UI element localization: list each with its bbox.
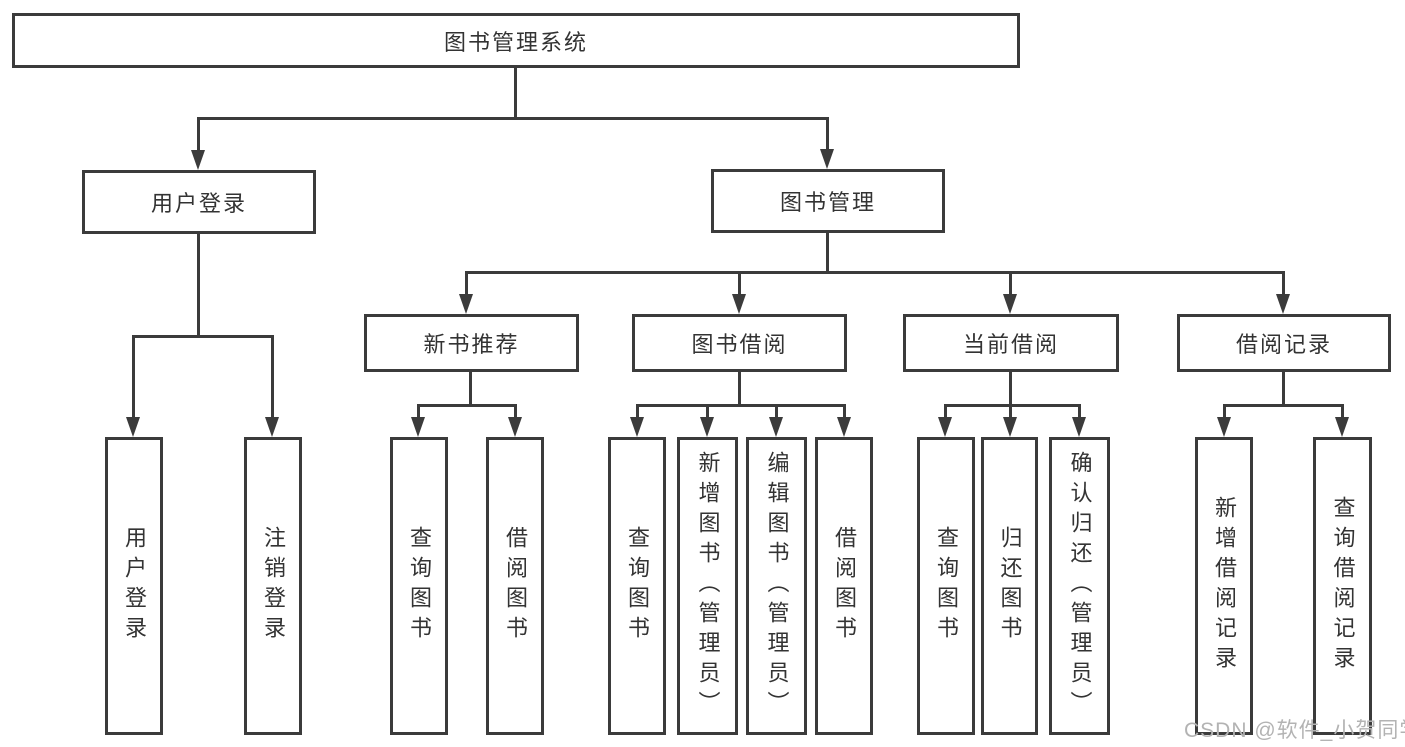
arrowhead [126,417,140,437]
connector [1223,404,1344,407]
arrowhead [1276,294,1290,314]
connector [197,234,200,336]
arrowhead [411,417,425,437]
arrowhead [938,417,952,437]
connector [469,371,472,405]
node-current-borrow: 当前借阅 [903,314,1119,372]
arrowhead [1003,417,1017,437]
arrowhead [1335,417,1349,437]
arrowhead [1003,294,1017,314]
arrowhead [459,294,473,314]
connector [417,404,517,407]
csdn-watermark: CSDN @软件_小贺同学 [1184,719,1405,742]
connector [1078,404,1081,419]
leaf-borrow-edit-books-admin: 编辑图书（管理员） [746,437,807,735]
node-borrow-record: 借阅记录 [1177,314,1391,372]
leaf-record-add-borrow-record: 新增借阅记录 [1195,437,1253,735]
connector [843,404,846,419]
arrowhead [630,417,644,437]
connector [465,271,468,296]
connector [271,335,274,419]
leaf-borrow-borrow-books: 借阅图书 [815,437,873,735]
leaf-current-return-books: 归还图书 [981,437,1038,735]
leaf-logout: 注销登录 [244,437,302,735]
connector [1009,271,1012,296]
connector [1009,404,1012,419]
connector [132,335,135,419]
connector [826,232,829,272]
connector [738,271,741,296]
leaf-current-confirm-return-admin: 确认归还（管理员） [1049,437,1110,735]
arrowhead [265,417,279,437]
arrowhead [732,294,746,314]
node-book-borrow: 图书借阅 [632,314,847,372]
node-user-login: 用户登录 [82,170,316,234]
node-root: 图书管理系统 [12,13,1020,68]
connector [197,117,829,120]
connector [636,404,846,407]
connector [132,335,274,338]
connector [1282,271,1285,296]
leaf-recommend-query-books: 查询图书 [390,437,448,735]
connector [465,271,1285,274]
leaf-borrow-query-books: 查询图书 [608,437,666,735]
leaf-user-login: 用户登录 [105,437,163,735]
connector [706,404,709,419]
arrowhead [1217,417,1231,437]
arrowhead [837,417,851,437]
arrowhead [700,417,714,437]
node-book-management: 图书管理 [711,169,945,233]
arrowhead [769,417,783,437]
node-new-book-recommend: 新书推荐 [364,314,579,372]
connector [197,117,200,152]
leaf-record-query-borrow-record: 查询借阅记录 [1313,437,1372,735]
leaf-current-query-books: 查询图书 [917,437,975,735]
connector [1009,371,1012,405]
connector [1223,404,1226,419]
arrowhead [508,417,522,437]
arrowhead [1072,417,1086,437]
leaf-recommend-borrow-books: 借阅图书 [486,437,544,735]
connector [826,117,829,151]
connector [514,66,517,117]
connector [636,404,639,419]
arrowhead [191,150,205,170]
connector [738,371,741,405]
leaf-borrow-add-books-admin: 新增图书（管理员） [677,437,738,735]
connector [944,404,947,419]
connector [944,404,1081,407]
connector [514,404,517,419]
connector [1282,371,1285,405]
arrowhead [820,149,834,169]
connector [417,404,420,419]
connector [775,404,778,419]
connector [1341,404,1344,419]
